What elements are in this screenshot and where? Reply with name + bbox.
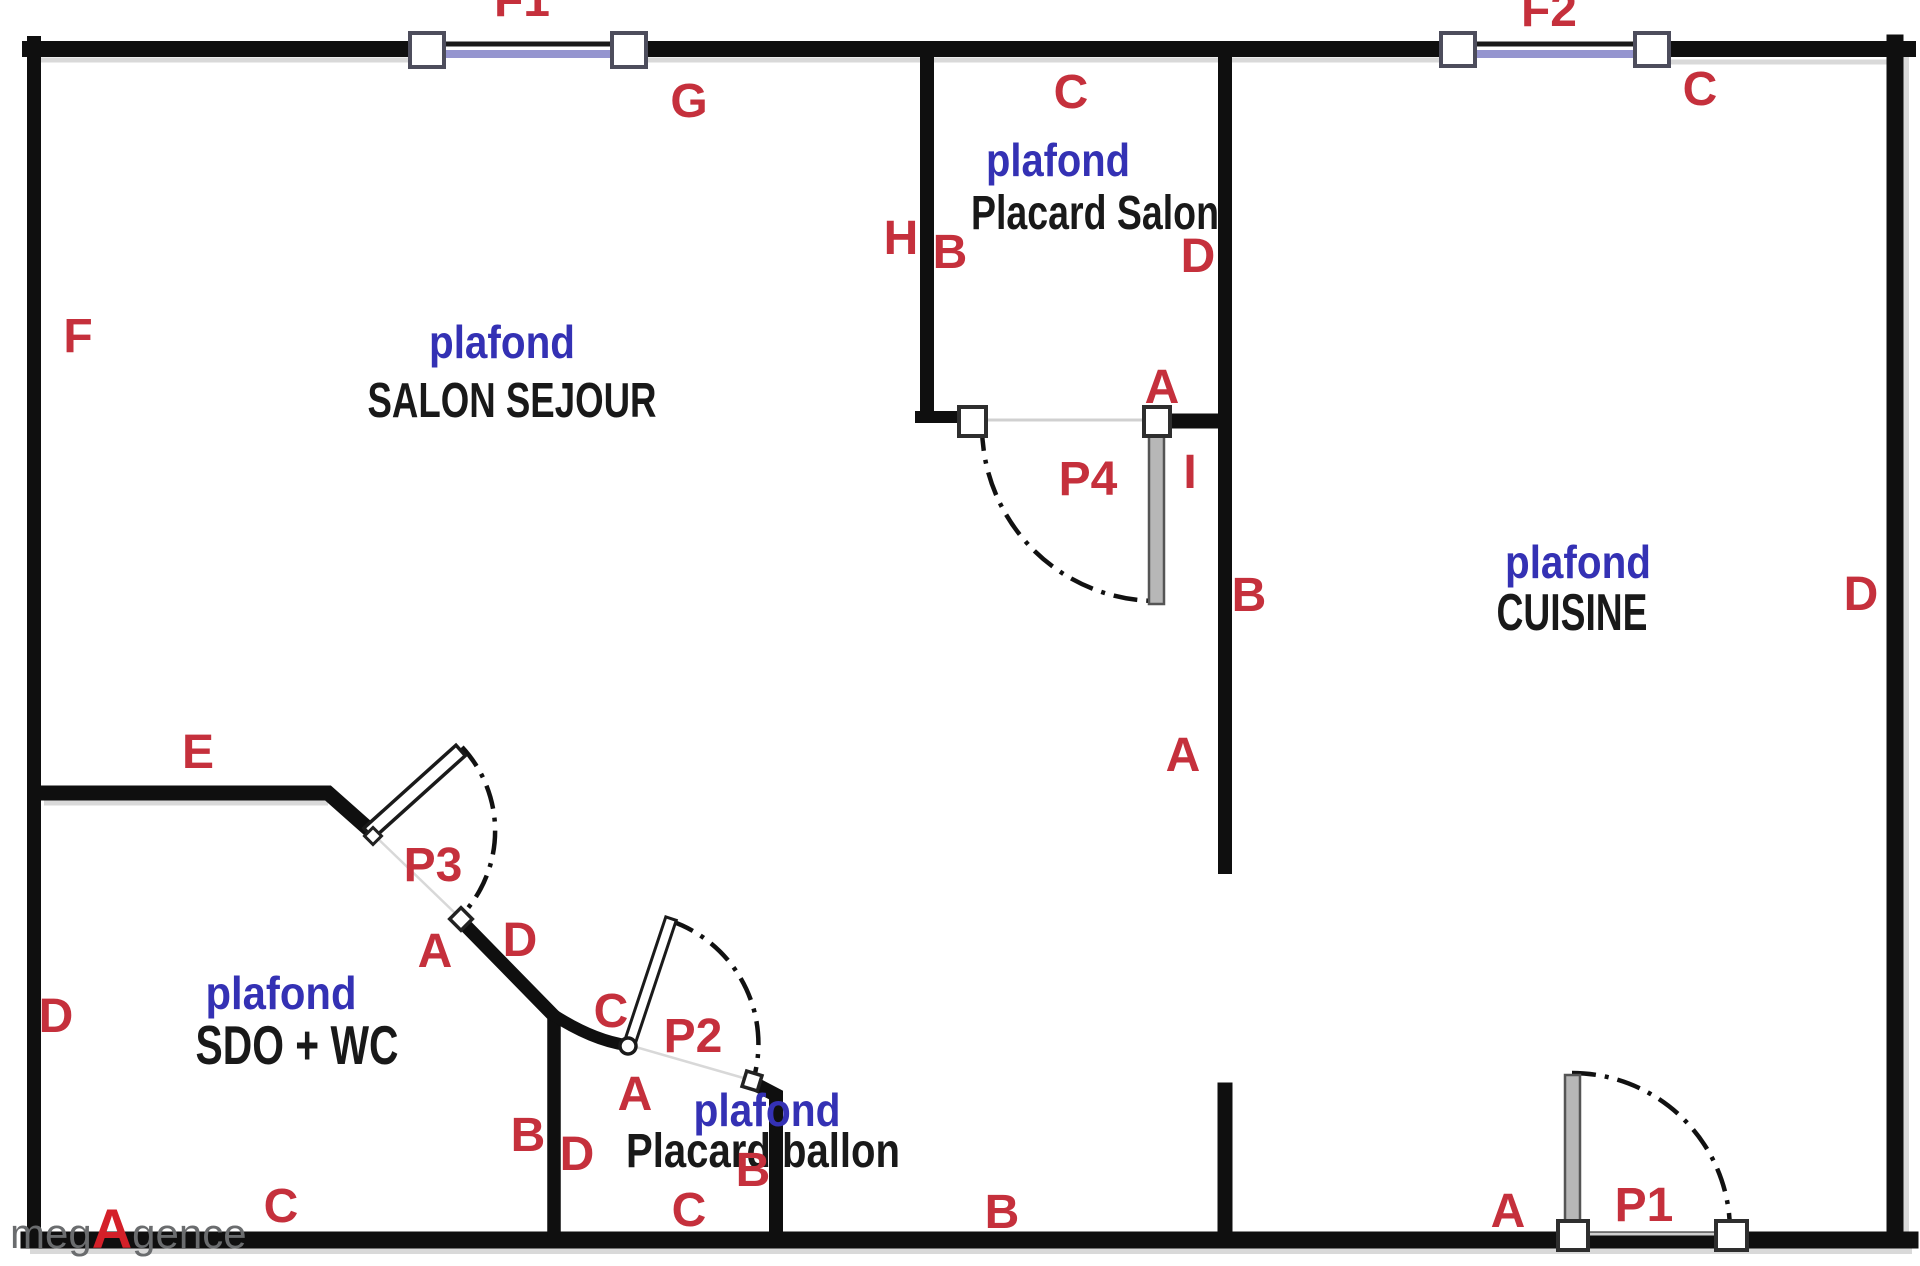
svg-text:D: D [1844, 568, 1879, 621]
svg-text:A: A [1491, 1185, 1526, 1238]
svg-text:A: A [1145, 361, 1180, 414]
svg-text:plafond: plafond [986, 134, 1130, 186]
svg-text:A: A [618, 1068, 653, 1121]
svg-text:I: I [1183, 446, 1196, 499]
svg-text:F: F [63, 310, 92, 363]
svg-text:A: A [1166, 729, 1201, 782]
svg-text:D: D [503, 914, 538, 967]
svg-text:megAgence: megAgence [10, 1197, 247, 1260]
svg-text:plafond: plafond [206, 967, 357, 1019]
svg-text:H: H [884, 212, 919, 265]
svg-text:C: C [1054, 66, 1089, 119]
svg-text:C: C [1683, 63, 1718, 116]
svg-text:B: B [1232, 569, 1267, 622]
svg-text:B: B [736, 1144, 771, 1197]
svg-text:D: D [560, 1128, 595, 1181]
svg-text:Placard ballon: Placard ballon [626, 1125, 900, 1178]
svg-text:P4: P4 [1059, 453, 1118, 506]
svg-text:P2: P2 [664, 1010, 723, 1063]
svg-text:P1: P1 [1615, 1179, 1674, 1232]
svg-text:plafond: plafond [694, 1084, 841, 1136]
svg-text:A: A [418, 925, 453, 978]
svg-text:C: C [264, 1180, 299, 1233]
svg-text:G: G [670, 75, 707, 128]
svg-text:plafond: plafond [1505, 536, 1651, 588]
svg-text:C: C [672, 1184, 707, 1237]
svg-text:Placard Salon: Placard Salon [971, 187, 1219, 240]
svg-text:B: B [933, 226, 968, 279]
svg-text:C: C [594, 985, 629, 1038]
svg-text:B: B [985, 1186, 1020, 1239]
svg-text:SDO + WC: SDO + WC [196, 1014, 399, 1076]
svg-text:plafond: plafond [429, 316, 575, 368]
svg-text:E: E [182, 726, 214, 779]
svg-text:P3: P3 [404, 839, 463, 892]
svg-text:B: B [511, 1109, 546, 1162]
svg-text:SALON SEJOUR: SALON SEJOUR [368, 374, 657, 428]
svg-text:CUISINE: CUISINE [1497, 584, 1648, 642]
svg-text:D: D [39, 990, 74, 1043]
svg-text:D: D [1181, 230, 1216, 283]
svg-text:F2: F2 [1521, 0, 1577, 37]
svg-text:F1: F1 [494, 0, 550, 27]
